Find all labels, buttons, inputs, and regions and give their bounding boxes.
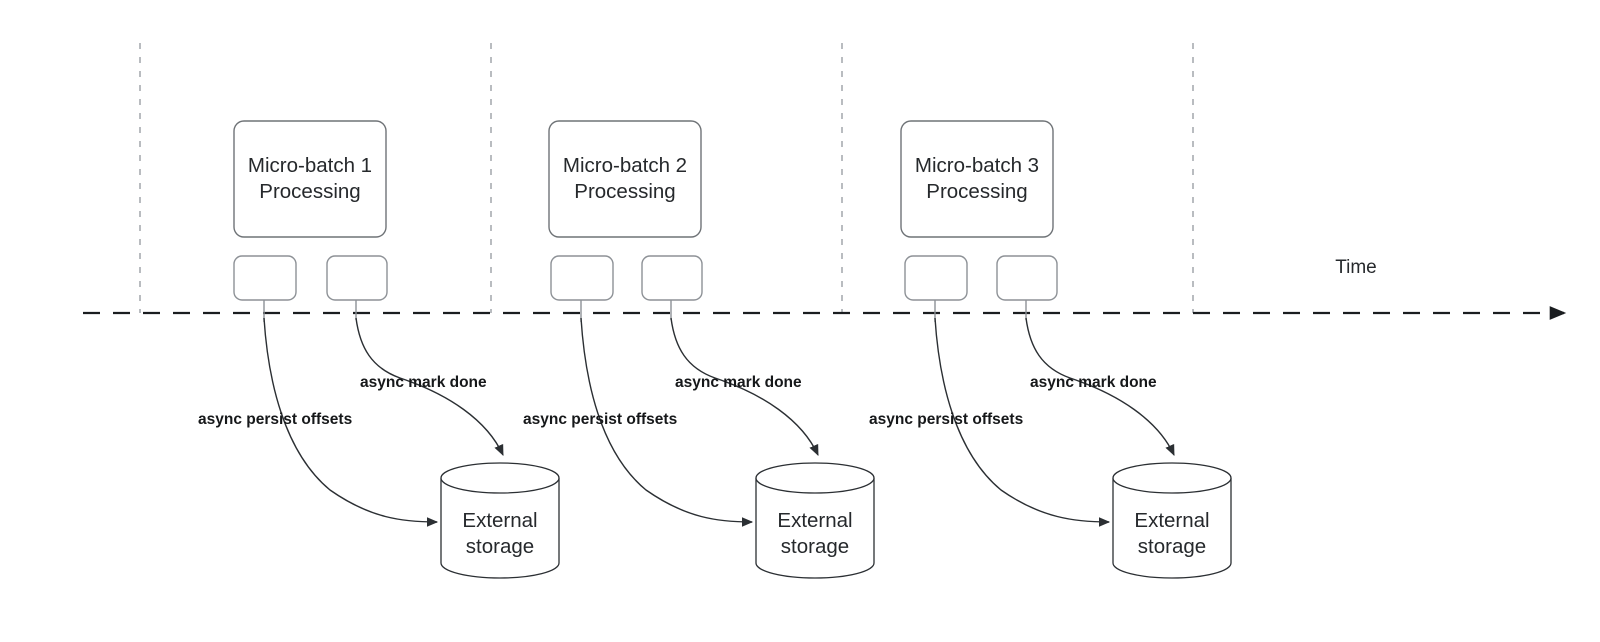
- cylinder-body-2: [755, 478, 875, 579]
- process-box-rect[interactable]: [900, 120, 1054, 238]
- async-persist-offsets-arrow-3: [934, 317, 1111, 527]
- async-mark-done-label-1: async mark done: [360, 374, 487, 391]
- process-box-line1: Micro-batch 3: [915, 154, 1039, 177]
- group-3: Micro-batch 3 Processing async persist o…: [869, 120, 1232, 579]
- async-mark-done-label-2: async mark done: [675, 374, 802, 391]
- task-box-right-3[interactable]: [996, 255, 1058, 301]
- external-storage-cylinder-2[interactable]: External storage: [755, 462, 875, 579]
- process-box-line1: Micro-batch 2: [563, 154, 687, 177]
- task-box-left-1[interactable]: [233, 255, 297, 301]
- process-box-rect[interactable]: [233, 120, 387, 238]
- task-box-left-3[interactable]: [904, 255, 968, 301]
- microbatch-3-process-box[interactable]: Micro-batch 3 Processing: [900, 120, 1054, 238]
- async-persist-offsets-label-1: async persist offsets: [198, 411, 352, 428]
- cylinder-top-3: [1112, 462, 1232, 494]
- group-2: Micro-batch 2 Processing async persist o…: [523, 120, 875, 579]
- async-persist-offsets-label-2: async persist offsets: [523, 411, 677, 428]
- cylinder-top-1: [440, 462, 560, 494]
- external-storage-cylinder-1[interactable]: External storage: [440, 462, 560, 579]
- task-box-right-1[interactable]: [326, 255, 388, 301]
- group-1: Micro-batch 1 Processing async persist o…: [198, 120, 560, 579]
- async-persist-offsets-label-3: async persist offsets: [869, 411, 1023, 428]
- task-box-left-2[interactable]: [550, 255, 614, 301]
- cylinder-body-3: [1112, 478, 1232, 579]
- async-mark-done-label-3: async mark done: [1030, 374, 1157, 391]
- async-mark-done-arrow-1: [355, 317, 504, 457]
- storage-label-line2-3: storage: [1138, 535, 1206, 558]
- storage-label-line1-2: External: [777, 509, 852, 532]
- process-box-line2: Processing: [574, 180, 675, 203]
- process-box-rect[interactable]: [548, 120, 702, 238]
- process-box-line1: Micro-batch 1: [248, 154, 372, 177]
- cylinder-top-2: [755, 462, 875, 494]
- async-persist-offsets-arrow-2: [580, 317, 754, 527]
- storage-label-line2-1: storage: [466, 535, 534, 558]
- async-mark-done-arrow-3: [1025, 317, 1175, 457]
- microbatch-2-process-box[interactable]: Micro-batch 2 Processing: [548, 120, 702, 238]
- process-box-line2: Processing: [259, 180, 360, 203]
- storage-label-line1-3: External: [1134, 509, 1209, 532]
- async-persist-offsets-arrow-1: [263, 317, 439, 527]
- process-box-line2: Processing: [926, 180, 1027, 203]
- external-storage-cylinder-3[interactable]: External storage: [1112, 462, 1232, 579]
- storage-label-line2-2: storage: [781, 535, 849, 558]
- task-box-right-2[interactable]: [641, 255, 703, 301]
- time-axis-label: Time: [1335, 257, 1377, 278]
- storage-label-line1-1: External: [462, 509, 537, 532]
- time-axis: Time: [83, 257, 1567, 320]
- microbatch-1-process-box[interactable]: Micro-batch 1 Processing: [233, 120, 387, 238]
- cylinder-body-1: [440, 478, 560, 579]
- separator-lines: [139, 43, 1194, 313]
- async-mark-done-arrow-2: [670, 317, 819, 457]
